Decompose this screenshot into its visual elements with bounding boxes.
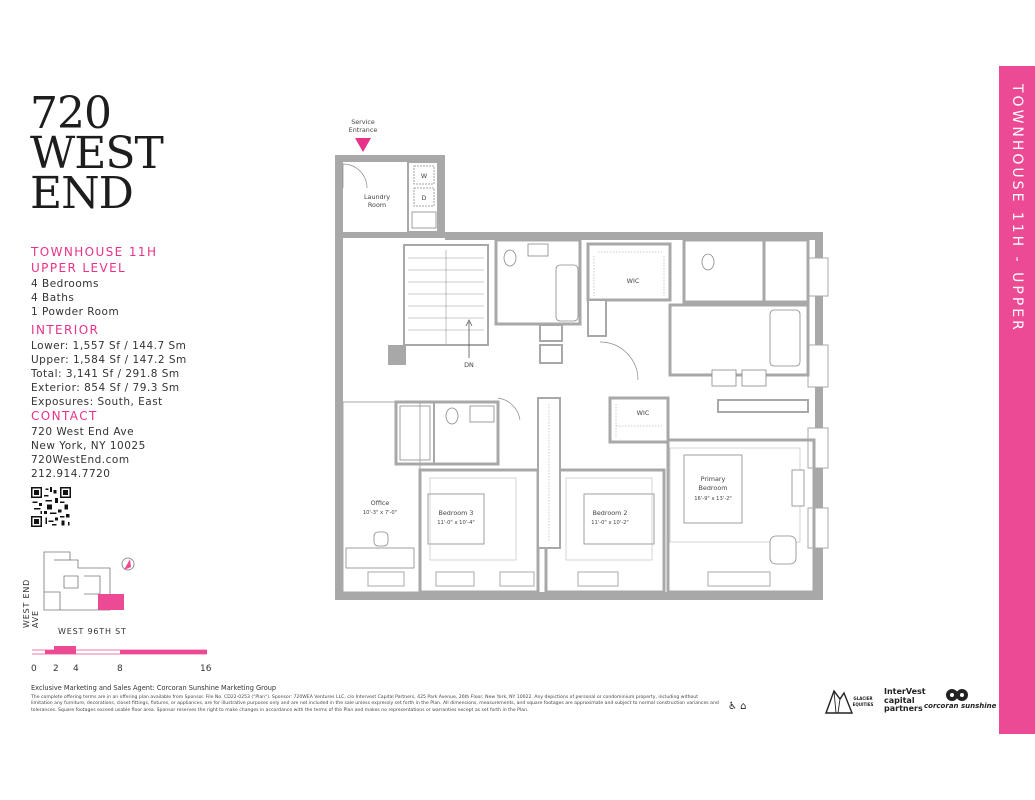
service-entrance-label-2: Entrance bbox=[349, 126, 378, 134]
intervest-line-1: InterVest bbox=[884, 687, 926, 696]
scale-tick-4: 4 bbox=[73, 664, 79, 674]
service-entrance-marker bbox=[355, 138, 371, 152]
wheelchair-icon: ♿ bbox=[728, 701, 737, 712]
unit-title-line-1: TOWNHOUSE 11H bbox=[31, 245, 158, 259]
bedroom-2-label: Bedroom 2 bbox=[592, 509, 627, 517]
primary-bedroom: Primary Bedroom 16'-9" x 13'-2" bbox=[666, 438, 816, 594]
bedroom-count: 4 Bedrooms bbox=[31, 278, 99, 290]
exposures: Exposures: South, East bbox=[31, 396, 163, 408]
upper-area: Upper: 1,584 Sf / 147.2 Sm bbox=[31, 354, 187, 366]
corcoran-logo-text: corcoran sunshine bbox=[924, 702, 997, 710]
stair: DN bbox=[388, 244, 489, 369]
wic-middle: WIC bbox=[608, 396, 670, 444]
brand-logo: 720 WEST END bbox=[30, 88, 170, 219]
bedroom-3-dimensions: 11'-0" x 10'-4" bbox=[437, 520, 475, 526]
office-dimensions: 10'-3" x 7'-0" bbox=[363, 510, 397, 516]
qr-code[interactable] bbox=[31, 487, 71, 527]
laundry-label-1: Laundry bbox=[364, 193, 390, 201]
office-label: Office bbox=[371, 499, 390, 507]
equal-housing-icon: ⌂ bbox=[740, 701, 747, 712]
total-area: Total: 3,141 Sf / 291.8 Sm bbox=[31, 368, 180, 380]
unit-title: TOWNHOUSE 11H UPPER LEVEL bbox=[31, 244, 157, 276]
corcoran-sunshine-logo bbox=[946, 689, 968, 701]
service-entrance-label-1: Service bbox=[351, 118, 375, 126]
street-label-west-end-ave: WEST END AVE bbox=[22, 578, 40, 628]
bath-middle bbox=[394, 397, 521, 466]
intervest-line-3: partners bbox=[884, 704, 923, 714]
contact-heading: CONTACT bbox=[31, 409, 98, 423]
north-arrow bbox=[121, 557, 135, 571]
intervest-logo: InterVest capital partners bbox=[884, 687, 926, 714]
contact-list: 720 West End Ave New York, NY 10025 720W… bbox=[31, 425, 146, 481]
wic-top-label: WIC bbox=[627, 277, 640, 285]
phone-number: 212.914.7720 bbox=[31, 468, 111, 480]
scale-tick-2: 2 bbox=[53, 664, 59, 674]
bedroom-2-dimensions: 11'-0" x 10'-2" bbox=[591, 520, 629, 526]
primary-bedroom-dimensions: 16'-9" x 13'-2" bbox=[694, 496, 732, 502]
hall-closets bbox=[539, 299, 639, 381]
glacier-text-1: GLACIER bbox=[853, 696, 872, 701]
dryer-label: D bbox=[422, 194, 427, 202]
laundry-room: W D Laundry Room bbox=[342, 161, 439, 233]
scale-bar bbox=[32, 646, 207, 655]
stair-down-label: DN bbox=[464, 361, 474, 369]
bath-top-right bbox=[668, 238, 810, 413]
primary-bedroom-label-2: Bedroom bbox=[699, 484, 728, 492]
address-line-1: 720 West End Ave bbox=[31, 426, 135, 438]
interior-heading: INTERIOR bbox=[31, 323, 100, 337]
lower-area: Lower: 1,557 Sf / 144.7 Sm bbox=[31, 340, 187, 352]
sales-agent-note: Exclusive Marketing and Sales Agent: Cor… bbox=[31, 684, 277, 692]
bedroom-3-label: Bedroom 3 bbox=[438, 509, 473, 517]
primary-bedroom-label-1: Primary bbox=[701, 475, 726, 483]
powder-room-count: 1 Powder Room bbox=[31, 306, 120, 318]
bath-top-center bbox=[494, 238, 582, 326]
wic-top: WIC bbox=[586, 242, 672, 302]
website-link[interactable]: 720WestEnd.com bbox=[31, 454, 130, 466]
street-label-west-96th: WEST 96TH ST bbox=[58, 627, 127, 636]
floor-plan: Service Entrance W D Laundry Room bbox=[335, 118, 829, 600]
side-bar-label: TOWNHOUSE 11H - UPPER bbox=[1009, 84, 1025, 333]
office: Office 10'-3" x 7'-0" bbox=[342, 401, 421, 593]
scale-tick-0: 0 bbox=[31, 664, 37, 674]
unit-title-line-2: UPPER LEVEL bbox=[31, 261, 127, 275]
side-bar-text-container: TOWNHOUSE 11H - UPPER bbox=[999, 66, 1035, 734]
laundry-label-2: Room bbox=[368, 201, 386, 209]
side-bar bbox=[999, 66, 1035, 734]
scale-tick-16: 16 bbox=[200, 664, 212, 674]
address-line-2: New York, NY 10025 bbox=[31, 440, 146, 452]
key-plan bbox=[43, 551, 135, 611]
bath-count: 4 Baths bbox=[31, 292, 75, 304]
logo-line-2: WEST bbox=[30, 128, 164, 179]
glacier-equities-logo: GLACIER EQUITIES bbox=[825, 689, 874, 714]
interior-list: Lower: 1,557 Sf / 144.7 Sm Upper: 1,584 … bbox=[31, 339, 187, 409]
logo-line-3: END bbox=[30, 168, 134, 219]
legal-disclaimer: The complete offering terms are in an of… bbox=[31, 695, 719, 713]
exterior-walls bbox=[335, 155, 823, 600]
south-windows bbox=[367, 571, 771, 587]
logo-line-1: 720 bbox=[30, 88, 112, 139]
washer-label: W bbox=[421, 172, 428, 180]
accessibility-housing-icons: ♿ ⌂ bbox=[728, 701, 747, 712]
bedroom-2: Bedroom 2 11'-0" x 10'-2" bbox=[537, 397, 666, 594]
intervest-line-2: capital bbox=[884, 695, 915, 705]
wic-middle-label: WIC bbox=[637, 409, 650, 417]
glacier-text-2: EQUITIES bbox=[853, 702, 874, 707]
scale-tick-8: 8 bbox=[117, 664, 123, 674]
unit-specs: 4 Bedrooms 4 Baths 1 Powder Room bbox=[31, 277, 119, 319]
exterior-area: Exterior: 854 Sf / 79.3 Sm bbox=[31, 382, 180, 394]
